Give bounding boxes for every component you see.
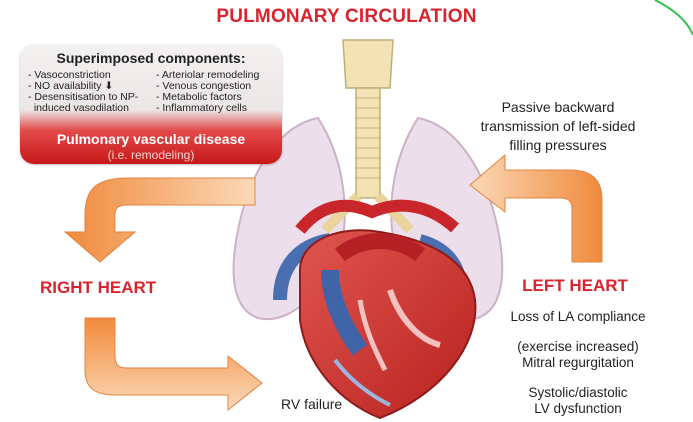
superimposed-left-item: induced vasodilation bbox=[28, 103, 129, 115]
left-heart-item: (exercise increased) bbox=[478, 339, 678, 355]
passive-line: transmission of left-sided bbox=[440, 117, 676, 136]
rv-failure-label: RV failure bbox=[281, 396, 342, 412]
left-heart-item: Loss of LA compliance bbox=[478, 309, 678, 325]
passive-line: filling pressures bbox=[440, 136, 676, 155]
passive-transmission-text: Passive backward transmission of left-si… bbox=[440, 98, 676, 155]
left-heart-item: Mitral regurgitation bbox=[478, 355, 678, 371]
left-heart-label: LEFT HEART bbox=[510, 276, 640, 296]
pulmonary-vascular-disease-label: Pulmonary vascular disease bbox=[20, 131, 282, 147]
superimposed-title: Superimposed components: bbox=[20, 50, 282, 66]
right-heart-label: RIGHT HEART bbox=[40, 278, 156, 298]
diagram-title: PULMONARY CIRCULATION bbox=[0, 6, 693, 28]
heart bbox=[300, 230, 475, 418]
passive-line: Passive backward bbox=[440, 98, 676, 117]
left-heart-item: Systolic/diastolic bbox=[478, 385, 678, 401]
arrow-bottom-left bbox=[85, 318, 262, 410]
left-heart-item: LV dysfunction bbox=[478, 401, 678, 417]
superimposed-right-item: - Inflammatory cells bbox=[156, 103, 247, 115]
arrow-top-left bbox=[65, 178, 255, 262]
pulmonary-vascular-disease-sub: (i.e. remodeling) bbox=[20, 148, 282, 162]
